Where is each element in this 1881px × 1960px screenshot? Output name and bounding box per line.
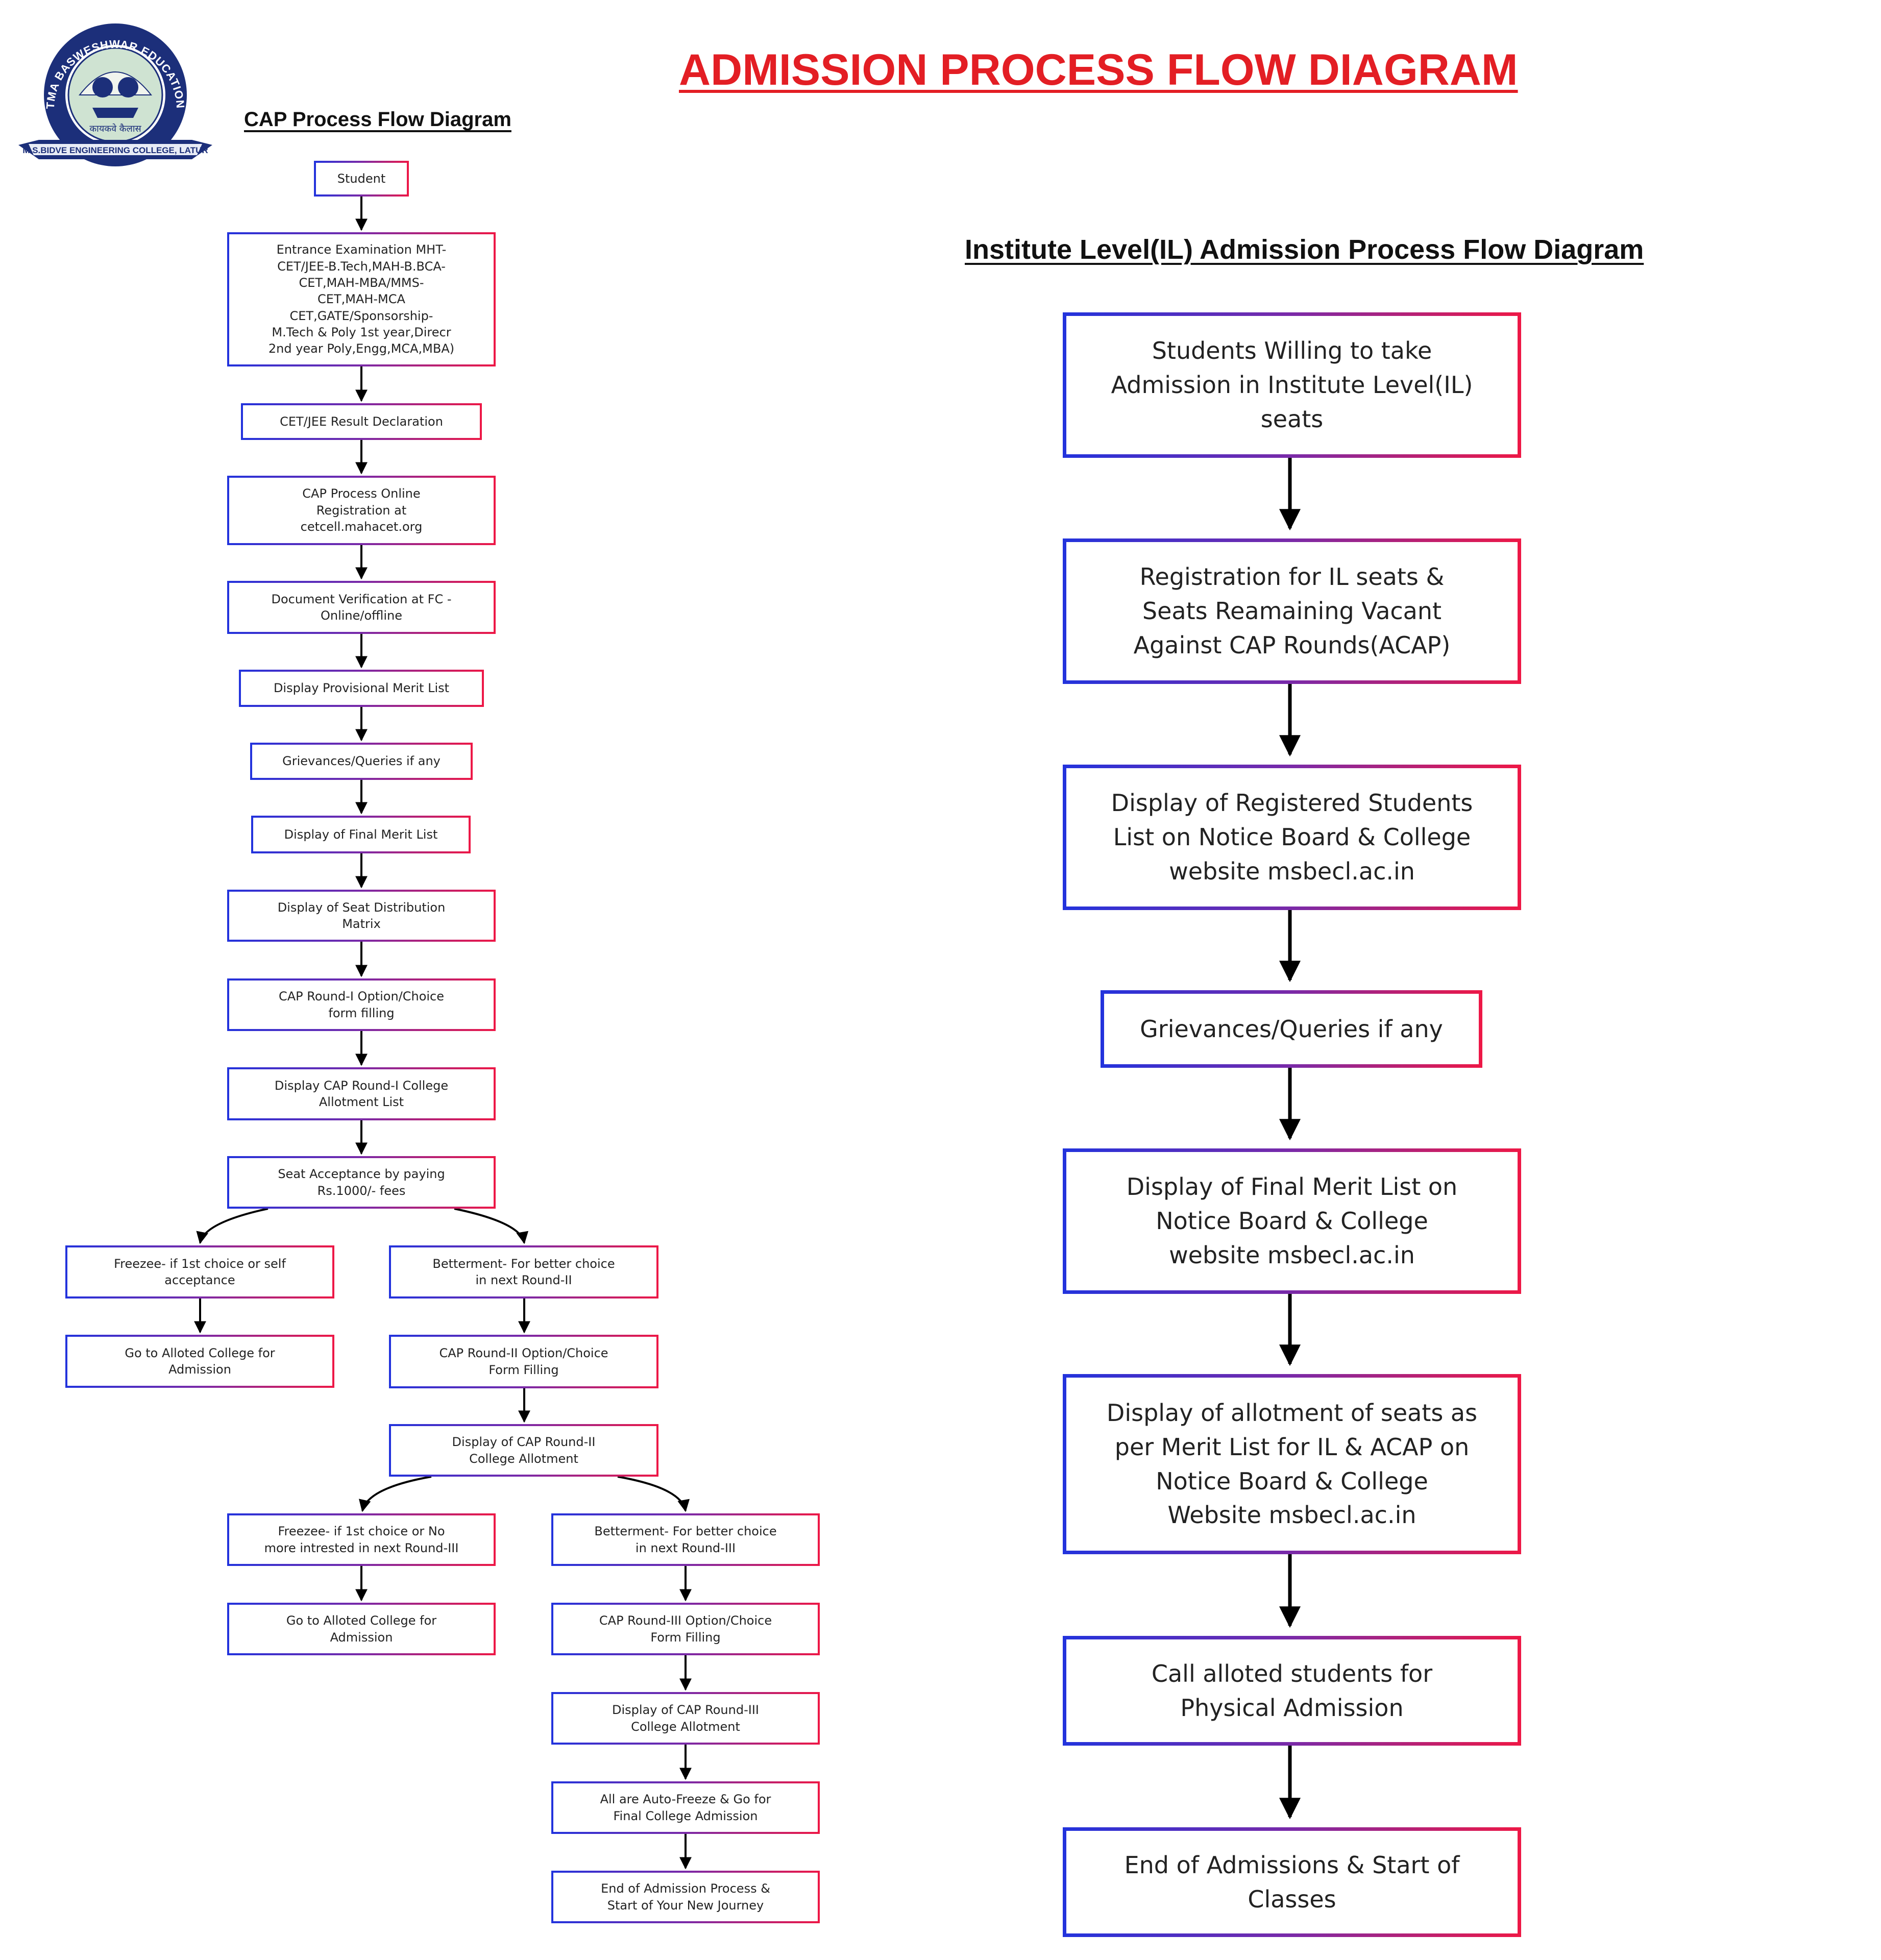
cap-step-betterment-round3: Betterment- For better choice in next Ro… <box>551 1513 820 1566</box>
cap-step-document-verification: Document Verification at FC - Online/off… <box>227 581 496 634</box>
cap-step-freeze-round1: Freezee- if 1st choice or self acceptanc… <box>65 1245 334 1298</box>
cap-step-seat-distribution: Display of Seat Distribution Matrix <box>227 890 496 942</box>
cap-branch-arrow <box>454 1208 529 1244</box>
cap-step-freeze-round2: Freezee- if 1st choice or No more intres… <box>227 1513 496 1566</box>
cap-branch-arrow <box>196 1208 268 1244</box>
cap-step-online-registration: CAP Process Online Registration at cetce… <box>227 476 496 545</box>
college-logo: SHRI MAHATMA BASWESHWAR EDUCATION SOCIET… <box>18 18 212 166</box>
il-step-grievances: Grievances/Queries if any <box>1101 990 1482 1068</box>
cap-step-auto-freeze: All are Auto-Freeze & Go for Final Colle… <box>551 1781 820 1834</box>
cap-step-provisional-merit-list: Display Provisional Merit List <box>239 670 484 707</box>
cap-step-betterment-round2: Betterment- For better choice in next Ro… <box>389 1245 658 1298</box>
cap-step-seat-acceptance: Seat Acceptance by paying Rs.1000/- fees <box>227 1156 496 1209</box>
il-step-students-willing: Students Willing to take Admission in In… <box>1063 312 1521 458</box>
cap-step-round2-allotment: Display of CAP Round-II College Allotmen… <box>389 1424 658 1477</box>
logo-ribbon-text: M.S.BIDVE ENGINEERING COLLEGE, LATUR <box>22 145 208 155</box>
cap-arrows <box>194 197 692 1870</box>
il-step-seat-allotment: Display of allotment of seats as per Mer… <box>1063 1374 1521 1554</box>
cap-branch-arrow <box>359 1476 432 1512</box>
cap-step-go-to-college-round2: Go to Alloted College for Admission <box>227 1603 496 1655</box>
logo-motto: कायकवे कैलास <box>89 123 141 134</box>
cap-step-grievances: Grievances/Queries if any <box>250 743 473 780</box>
cap-step-round3-allotment: Display of CAP Round-III College Allotme… <box>551 1692 820 1745</box>
logo-emblem <box>78 71 153 118</box>
cap-step-end-of-process: End of Admission Process & Start of Your… <box>551 1871 820 1923</box>
il-section-title: Institute Level(IL) Admission Process Fl… <box>965 234 1644 265</box>
cap-step-go-to-college-round1: Go to Alloted College for Admission <box>65 1335 334 1388</box>
cap-branch-arrow <box>617 1476 690 1512</box>
cap-step-result-declaration: CET/JEE Result Declaration <box>241 403 482 440</box>
il-step-physical-admission: Call alloted students for Physical Admis… <box>1063 1636 1521 1746</box>
cap-step-round3-option-form: CAP Round-III Option/Choice Form Filling <box>551 1603 820 1655</box>
cap-step-round1-allotment: Display CAP Round-I College Allotment Li… <box>227 1067 496 1120</box>
cap-step-student: Student <box>314 161 409 197</box>
cap-step-round2-option-form: CAP Round-II Option/Choice Form Filling <box>389 1335 658 1388</box>
cap-section-title: CAP Process Flow Diagram <box>244 108 511 131</box>
cap-step-round1-option-form: CAP Round-I Option/Choice form filling <box>227 978 496 1031</box>
il-step-registration: Registration for IL seats & Seats Reamai… <box>1063 538 1521 684</box>
il-step-final-merit-list: Display of Final Merit List on Notice Bo… <box>1063 1148 1521 1294</box>
il-step-end-of-admissions: End of Admissions & Start of Classes <box>1063 1827 1521 1937</box>
il-step-registered-list: Display of Registered Students List on N… <box>1063 765 1521 910</box>
page-title: ADMISSION PROCESS FLOW DIAGRAM <box>679 45 1518 94</box>
cap-step-final-merit-list: Display of Final Merit List <box>251 816 471 853</box>
cap-step-entrance-exam: Entrance Examination MHT- CET/JEE-B.Tech… <box>227 232 496 366</box>
